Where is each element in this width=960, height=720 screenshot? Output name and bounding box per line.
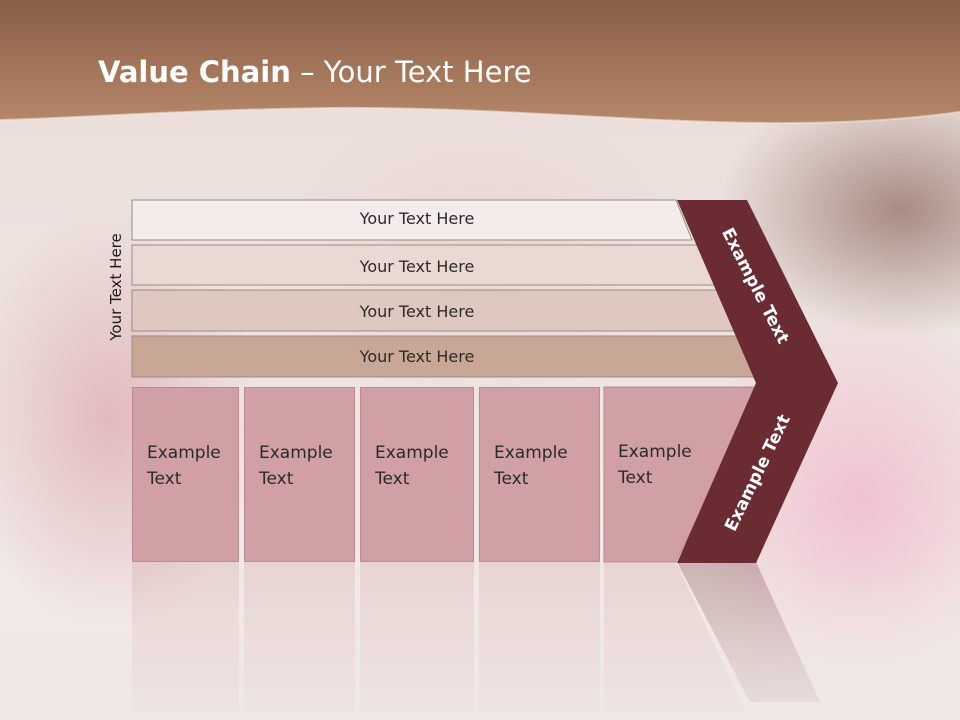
title-bold: Value Chain: [98, 55, 291, 89]
bar-1: [131, 199, 693, 241]
box-label-1: Example Text: [147, 443, 221, 489]
chevron-arrow: [677, 200, 838, 563]
reflection-fade: [0, 562, 960, 720]
slide-title: Value Chain – Your Text Here: [98, 55, 532, 89]
header-band: [0, 0, 960, 125]
box-1: Example Text: [132, 387, 239, 562]
box-label-2: Example Text: [259, 443, 333, 489]
bar-label-4: Your Text Here: [359, 347, 475, 366]
bar-label-3: Your Text Here: [359, 302, 475, 321]
bar-label-2: Your Text Here: [359, 257, 475, 276]
box-2: Example Text: [244, 387, 355, 562]
box-label-3: Example Text: [375, 443, 449, 489]
box-label-5: Example Text: [618, 442, 692, 488]
box-3: Example Text: [360, 387, 474, 562]
title-rest: – Your Text Here: [290, 55, 532, 89]
box-label-4: Example Text: [494, 443, 568, 489]
box-5: Example Text: [604, 387, 724, 562]
box-4: Example Text: [479, 387, 600, 562]
bar-label-1: Your Text Here: [359, 209, 475, 228]
